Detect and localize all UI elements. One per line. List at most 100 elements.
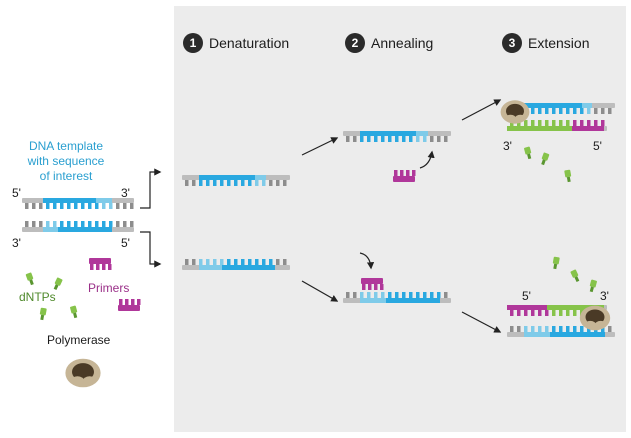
arrow-icon (461, 99, 502, 121)
base (374, 136, 378, 142)
primer-icon (118, 299, 141, 311)
base (220, 180, 224, 186)
base (116, 203, 120, 209)
base (388, 292, 392, 298)
base (430, 136, 434, 142)
arrow-icon (301, 137, 339, 156)
base (130, 203, 134, 209)
base (262, 259, 266, 265)
base (39, 203, 43, 209)
base (538, 108, 542, 114)
polymerase-icon (65, 358, 101, 388)
dntp-icon (524, 146, 532, 160)
process-panel (174, 6, 626, 432)
base (88, 203, 92, 209)
base (123, 221, 127, 227)
base (248, 180, 252, 186)
step-annealing: 2 Annealing (345, 33, 433, 53)
base (213, 180, 217, 186)
template-title-line-1: DNA template (28, 139, 104, 153)
primer-tooth (131, 299, 135, 305)
denatured-bottom-strand (182, 259, 290, 270)
primer-tooth (108, 264, 112, 270)
base (123, 203, 127, 209)
backbone-segment (58, 227, 112, 232)
base (545, 108, 549, 114)
base (580, 326, 584, 332)
base (524, 326, 528, 332)
base (255, 259, 259, 265)
base (531, 310, 535, 316)
base (32, 221, 36, 227)
base (531, 120, 535, 126)
base (381, 136, 385, 142)
base (566, 310, 570, 316)
base (573, 310, 577, 316)
extension-top-5prime: 5' (593, 139, 602, 153)
base (573, 108, 577, 114)
base (566, 108, 570, 114)
base (416, 292, 420, 298)
base (559, 326, 563, 332)
primer-body (361, 278, 383, 284)
primer-tooth (406, 170, 410, 176)
step-label-denaturation: Denaturation (209, 35, 290, 51)
backbone-segment (360, 131, 416, 136)
step-extension: 3 Extension (502, 33, 589, 53)
base (276, 259, 280, 265)
base (46, 221, 50, 227)
dntp-stem (541, 159, 546, 166)
base (517, 326, 521, 332)
base (573, 120, 577, 126)
base (552, 108, 556, 114)
base (192, 180, 196, 186)
template-bottom-3prime: 3' (12, 236, 21, 250)
base (185, 259, 189, 265)
backbone-segment (582, 103, 592, 108)
base (430, 292, 434, 298)
base (566, 326, 570, 332)
step-label-annealing: Annealing (371, 35, 434, 51)
base (552, 310, 556, 316)
polymerase-lobe (505, 114, 516, 122)
base (32, 203, 36, 209)
polymerase-icon (579, 305, 611, 331)
base (109, 221, 113, 227)
base (423, 292, 427, 298)
base (388, 136, 392, 142)
dntp-stem (40, 314, 45, 321)
bracket-arrow-icon (140, 231, 162, 268)
base (206, 180, 210, 186)
primer-tooth (400, 170, 404, 176)
base (102, 221, 106, 227)
template-bottom-strand (22, 221, 134, 232)
base (360, 136, 364, 142)
dntp-icon (552, 256, 560, 270)
backbone-segment (550, 332, 605, 337)
polymerase-lobe (515, 114, 526, 122)
base (444, 136, 448, 142)
base (510, 310, 514, 316)
base (353, 292, 357, 298)
base (538, 326, 542, 332)
base (580, 120, 584, 126)
base (566, 120, 570, 126)
base (269, 259, 273, 265)
base (594, 120, 598, 126)
dntp-icon (39, 307, 47, 321)
dntp-icon (25, 272, 34, 286)
base (510, 326, 514, 332)
primers-label: Primers (88, 281, 130, 295)
base (360, 292, 364, 298)
template-top-3prime: 3' (121, 186, 130, 200)
base (248, 259, 252, 265)
base (234, 180, 238, 186)
dntp-base (589, 279, 597, 288)
bracket-arrow-icon (140, 168, 162, 209)
base (130, 221, 134, 227)
dntp-base (70, 305, 78, 314)
dntps-label: dNTPs (19, 290, 56, 304)
primer-tooth (119, 299, 123, 305)
base (46, 203, 50, 209)
base (559, 310, 563, 316)
